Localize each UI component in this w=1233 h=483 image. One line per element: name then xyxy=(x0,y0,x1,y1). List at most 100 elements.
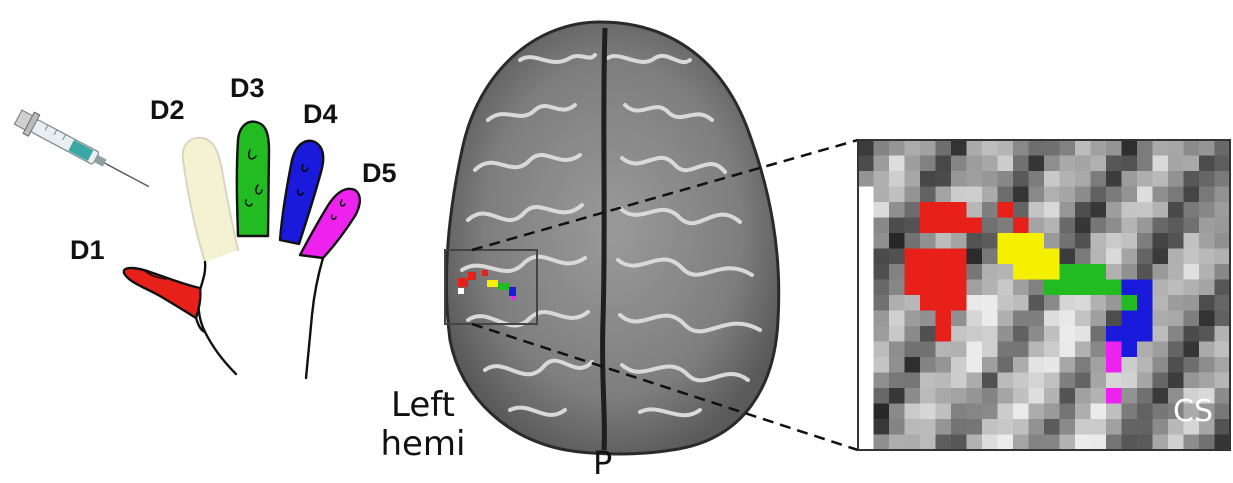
zoom-pixel xyxy=(998,264,1014,280)
zoom-pixel xyxy=(1153,419,1169,435)
zoom-pixel xyxy=(1122,156,1138,172)
zoom-pixel xyxy=(982,187,998,203)
zoom-pixel xyxy=(967,233,983,249)
zoom-pixel xyxy=(951,202,967,218)
zoom-pixel xyxy=(1029,187,1045,203)
zoom-pixel xyxy=(1137,187,1153,203)
zoom-pixel xyxy=(874,171,890,187)
zoom-pixel xyxy=(1168,295,1184,311)
zoom-pixel xyxy=(1168,233,1184,249)
zoom-pixel xyxy=(1106,326,1122,342)
zoom-pixel xyxy=(1075,187,1091,203)
zoom-pixel xyxy=(858,326,874,342)
zoom-pixel xyxy=(1091,249,1107,265)
zoom-pixel xyxy=(1106,311,1122,327)
zoom-pixel xyxy=(920,357,936,373)
zoom-pixel xyxy=(1044,326,1060,342)
zoom-pixel xyxy=(967,404,983,420)
zoom-pixel xyxy=(1137,171,1153,187)
zoom-pixel xyxy=(936,171,952,187)
zoom-pixel xyxy=(1215,202,1231,218)
zoom-pixel xyxy=(1199,171,1215,187)
zoom-pixel xyxy=(1029,280,1045,296)
zoom-pixel xyxy=(1060,280,1076,296)
zoom-pixel xyxy=(1137,404,1153,420)
zoom-pixel xyxy=(1184,171,1200,187)
zoom-pixel xyxy=(1075,357,1091,373)
zoom-pixel xyxy=(1137,388,1153,404)
zoom-pixel xyxy=(858,187,874,203)
zoom-pixel xyxy=(998,140,1014,156)
zoom-pixel xyxy=(889,326,905,342)
zoom-pixel xyxy=(858,218,874,234)
zoom-pixel xyxy=(889,171,905,187)
zoom-pixel xyxy=(889,373,905,389)
zoom-pixel xyxy=(1215,419,1231,435)
zoom-pixel xyxy=(982,388,998,404)
zoom-pixel xyxy=(1029,435,1045,451)
zoom-pixel xyxy=(920,435,936,451)
zoom-pixel xyxy=(1168,264,1184,280)
zoom-pixel xyxy=(1137,357,1153,373)
zoom-pixel xyxy=(1122,233,1138,249)
hemisphere-label: Left hemi xyxy=(368,386,478,464)
zoom-pixel xyxy=(1013,326,1029,342)
zoom-pixel xyxy=(920,280,936,296)
zoom-pixel xyxy=(1137,435,1153,451)
zoom-pixel xyxy=(1106,342,1122,358)
zoom-pixel xyxy=(1153,326,1169,342)
zoom-pixel xyxy=(874,264,890,280)
zoom-pixel xyxy=(1153,264,1169,280)
zoom-pixel xyxy=(1199,357,1215,373)
zoom-pixel xyxy=(858,295,874,311)
zoom-pixel xyxy=(1137,249,1153,265)
zoom-pixel xyxy=(998,419,1014,435)
zoom-pixel xyxy=(936,187,952,203)
zoom-pixel xyxy=(951,357,967,373)
zoom-pixel xyxy=(905,202,921,218)
zoom-pixel xyxy=(1091,435,1107,451)
zoom-pixel xyxy=(1091,140,1107,156)
zoom-pixel xyxy=(1168,373,1184,389)
zoom-pixel xyxy=(1153,249,1169,265)
zoom-pixel xyxy=(951,388,967,404)
zoom-pixel xyxy=(951,187,967,203)
label-d5: D5 xyxy=(362,160,397,187)
zoom-pixel xyxy=(936,419,952,435)
zoom-pixel xyxy=(967,326,983,342)
zoom-pixel xyxy=(1122,326,1138,342)
zoom-pixel xyxy=(920,249,936,265)
zoom-pixel xyxy=(951,435,967,451)
zoom-pixel xyxy=(998,156,1014,172)
zoom-pixel xyxy=(967,295,983,311)
zoom-pixel xyxy=(951,233,967,249)
zoom-pixel xyxy=(1137,156,1153,172)
zoom-pixel xyxy=(1184,342,1200,358)
zoom-pixel xyxy=(1199,342,1215,358)
zoom-pixel xyxy=(1153,156,1169,172)
zoom-pixel xyxy=(1106,187,1122,203)
zoom-pixel xyxy=(1153,388,1169,404)
zoom-pixel xyxy=(998,357,1014,373)
zoom-pixel xyxy=(1013,311,1029,327)
zoom-pixel xyxy=(889,357,905,373)
zoom-pixel xyxy=(1106,419,1122,435)
zoom-pixel xyxy=(905,218,921,234)
zoom-pixel xyxy=(1199,202,1215,218)
zoom-pixel xyxy=(936,264,952,280)
zoom-pixel xyxy=(1044,156,1060,172)
zoom-pixel xyxy=(951,218,967,234)
syringe-icon xyxy=(13,107,155,198)
zoom-pixel xyxy=(905,435,921,451)
zoom-pixel xyxy=(967,264,983,280)
zoom-pixel xyxy=(1153,404,1169,420)
zoom-pixel xyxy=(1122,435,1138,451)
zoom-pixel xyxy=(1153,171,1169,187)
zoom-pixel xyxy=(1168,280,1184,296)
zoom-pixel xyxy=(874,373,890,389)
zoom-pixel xyxy=(1013,218,1029,234)
zoom-pixel xyxy=(967,435,983,451)
zoom-pixel xyxy=(1044,249,1060,265)
zoom-pixel xyxy=(905,373,921,389)
zoom-pixel xyxy=(1044,218,1060,234)
